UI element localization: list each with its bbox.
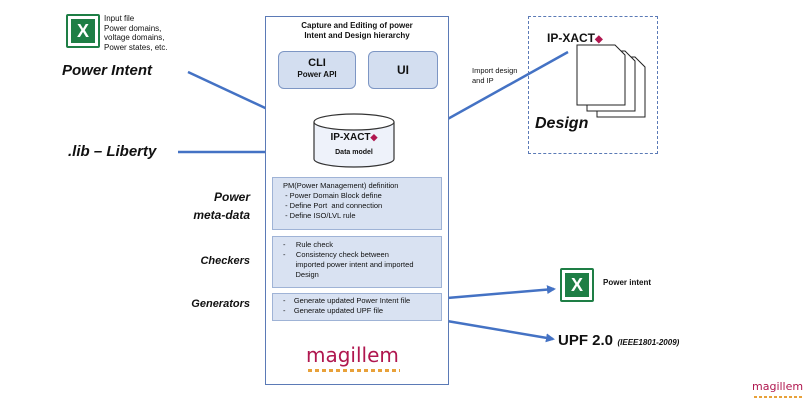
- meta-line: - Define Port and connection: [283, 201, 383, 210]
- upf-label: UPF 2.0 (IEEE1801-2009): [558, 332, 679, 350]
- power-intent-label: Power Intent: [62, 62, 153, 79]
- meta-data-text: PM(Power Management) definition - Power …: [273, 178, 441, 221]
- import-design-text: Import design and IP: [472, 66, 517, 85]
- liberty-label: .lib – Liberty: [68, 143, 157, 160]
- excel-icon: X: [66, 14, 100, 48]
- checkers-text: - Rule check - Consistency check between…: [273, 237, 441, 280]
- corner-magillem-logo: magillem: [752, 380, 804, 393]
- design-ipxact-wrap: IP-XACT◆: [547, 31, 603, 45]
- checkers-line: Design: [283, 270, 319, 279]
- db-title: IP-XACT: [330, 132, 371, 143]
- upf-main: UPF 2.0: [558, 332, 614, 349]
- ui-label: UI: [397, 63, 409, 77]
- database-icon: [313, 113, 395, 168]
- main-panel: Capture and Editing of power Intent and …: [265, 16, 449, 385]
- meta-line: - Define ISO/LVL rule: [283, 211, 356, 220]
- input-file-line: Power states, etc.: [104, 42, 168, 52]
- corner-logo-dots: [754, 396, 804, 398]
- ipxact-diamond-icon: ◆: [370, 132, 378, 142]
- magillem-logo: magillem: [306, 343, 399, 367]
- db-title-wrap: IP-XACT◆: [312, 132, 396, 143]
- cli-sub: Power API: [297, 70, 337, 79]
- import-line: and IP: [472, 75, 494, 85]
- ipxact-diamond-icon: ◆: [595, 34, 603, 45]
- checkers-line: imported power intent and imported: [283, 260, 414, 269]
- power-label-line: meta-data: [193, 208, 250, 222]
- input-file-line: voltage domains,: [104, 33, 165, 42]
- checkers-line: - Rule check: [283, 240, 334, 249]
- input-file-line: Input file: [104, 14, 135, 23]
- magillem-logo-dots: [308, 369, 400, 372]
- checkers-label: Checkers: [200, 255, 250, 267]
- design-title: Design: [535, 115, 589, 132]
- output-power-intent-label: Power intent: [603, 278, 652, 287]
- generators-label: Generators: [191, 298, 250, 310]
- meta-data-box: PM(Power Management) definition - Power …: [272, 177, 442, 230]
- panel-title: Capture and Editing of power Intent and …: [266, 21, 448, 41]
- meta-line: PM(Power Management) definition: [283, 181, 399, 190]
- generators-line: - Generate updated Power Intent file: [283, 296, 411, 305]
- generators-line: - Generate updated UPF file: [283, 306, 384, 315]
- db-sub: Data model: [335, 149, 373, 156]
- generators-text: - Generate updated Power Intent file - G…: [273, 294, 441, 316]
- arrow-generators-to-upf: [446, 319, 555, 343]
- power-meta-data-label: Power meta-data: [180, 188, 250, 224]
- upf-sub: (IEEE1801-2009): [617, 338, 680, 347]
- cli-box[interactable]: CLI Power API: [278, 51, 356, 89]
- input-file-line: Power domains,: [104, 23, 162, 33]
- power-label-line: Power: [213, 190, 250, 204]
- excel-icon: X: [560, 268, 594, 302]
- design-ipxact-label: IP-XACT: [547, 31, 595, 45]
- panel-title-line: Capture and Editing of power: [301, 21, 413, 30]
- document-stack-icon: [576, 44, 646, 118]
- input-file-text: Input file Power domains, voltage domain…: [104, 14, 204, 52]
- checkers-line: - Consistency check between: [283, 250, 389, 259]
- checkers-box: - Rule check - Consistency check between…: [272, 236, 442, 288]
- design-box: IP-XACT◆ Design: [528, 16, 658, 154]
- cli-title: CLI: [308, 57, 326, 69]
- generators-box: - Generate updated Power Intent file - G…: [272, 293, 442, 321]
- import-line: Import design: [472, 66, 518, 75]
- panel-title-line: Intent and Design hierarchy: [304, 31, 410, 40]
- ui-box[interactable]: UI: [368, 51, 438, 89]
- meta-line: - Power Domain Block define: [283, 191, 382, 200]
- arrow-generators-to-power-intent: [446, 285, 556, 300]
